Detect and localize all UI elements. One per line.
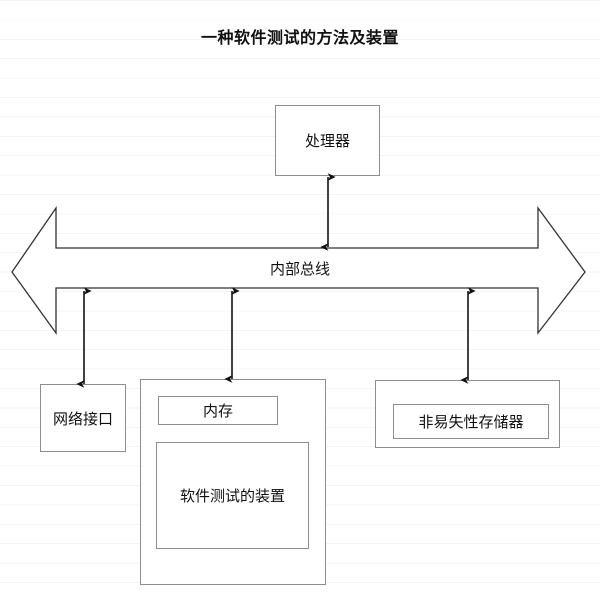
processor-label: 处理器 [304,134,350,150]
internal-bus-shape [0,195,600,345]
internal-bus-arrow-svg [11,205,586,336]
page-title: 一种软件测试的方法及装置 [200,30,399,47]
nonvolatile-storage-label: 非易失性存储器 [418,415,524,431]
processor-box: 处理器 [275,105,380,176]
internal-bus-outline [11,205,586,336]
software-test-apparatus-label: 软件测试的装置 [179,489,285,505]
software-test-apparatus-box: 软件测试的装置 [156,442,309,549]
memory-label-box: 内存 [158,396,278,425]
network-interface-label: 网络接口 [52,411,113,428]
memory-label: 内存 [202,404,233,420]
network-interface-box: 网络接口 [40,384,126,452]
nonvolatile-storage-inner-box: 非易失性存储器 [393,404,549,439]
